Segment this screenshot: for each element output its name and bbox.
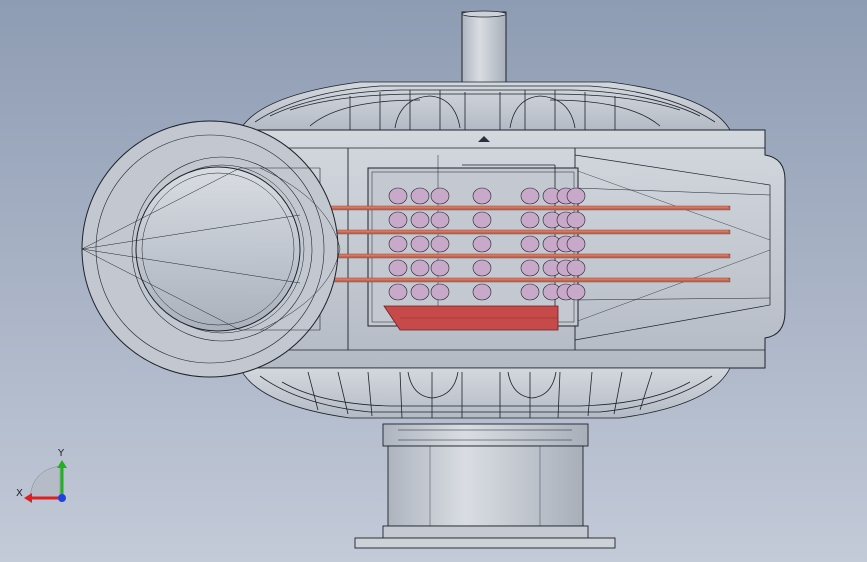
z-axis-dot [58,494,66,502]
cage-slot [520,283,540,301]
cage-slot [430,259,450,277]
cage-slot [566,259,586,277]
cage-slot [410,283,430,301]
cage-slot [410,211,430,229]
cage-slot [388,187,408,205]
left-side-port[interactable] [81,120,341,378]
bottom-inlet-flange[interactable] [354,423,616,549]
cage-slot [566,235,586,253]
cage-slot [430,211,450,229]
lower-finned-skirt[interactable] [239,367,731,419]
cage-slot [472,283,492,301]
cage-slot [520,259,540,277]
cage-slot [566,187,586,205]
cage-slot [388,211,408,229]
cage-slot [410,259,430,277]
x-axis-label: X [16,488,23,499]
cage-slot [566,211,586,229]
perforated-slot-grid [388,187,586,301]
cage-slot [388,235,408,253]
cage-slot [388,283,408,301]
cage-slot [472,211,492,229]
cage-slot [430,187,450,205]
top-outlet-pipe[interactable] [461,10,507,93]
cage-slot [388,259,408,277]
cage-slot [520,235,540,253]
cage-slot [430,235,450,253]
view-orientation-triad-icon[interactable]: X Y [16,448,67,503]
cage-slot [520,187,540,205]
cage-slot [410,187,430,205]
cage-slot [410,235,430,253]
heater-cage[interactable] [367,155,586,331]
cage-slot [430,283,450,301]
cage-slot [472,235,492,253]
cage-slot [566,283,586,301]
cage-slot [472,187,492,205]
cage-slot [472,259,492,277]
cage-slot [520,211,540,229]
y-axis-label: Y [57,448,65,459]
upper-finned-dome[interactable] [239,81,731,131]
